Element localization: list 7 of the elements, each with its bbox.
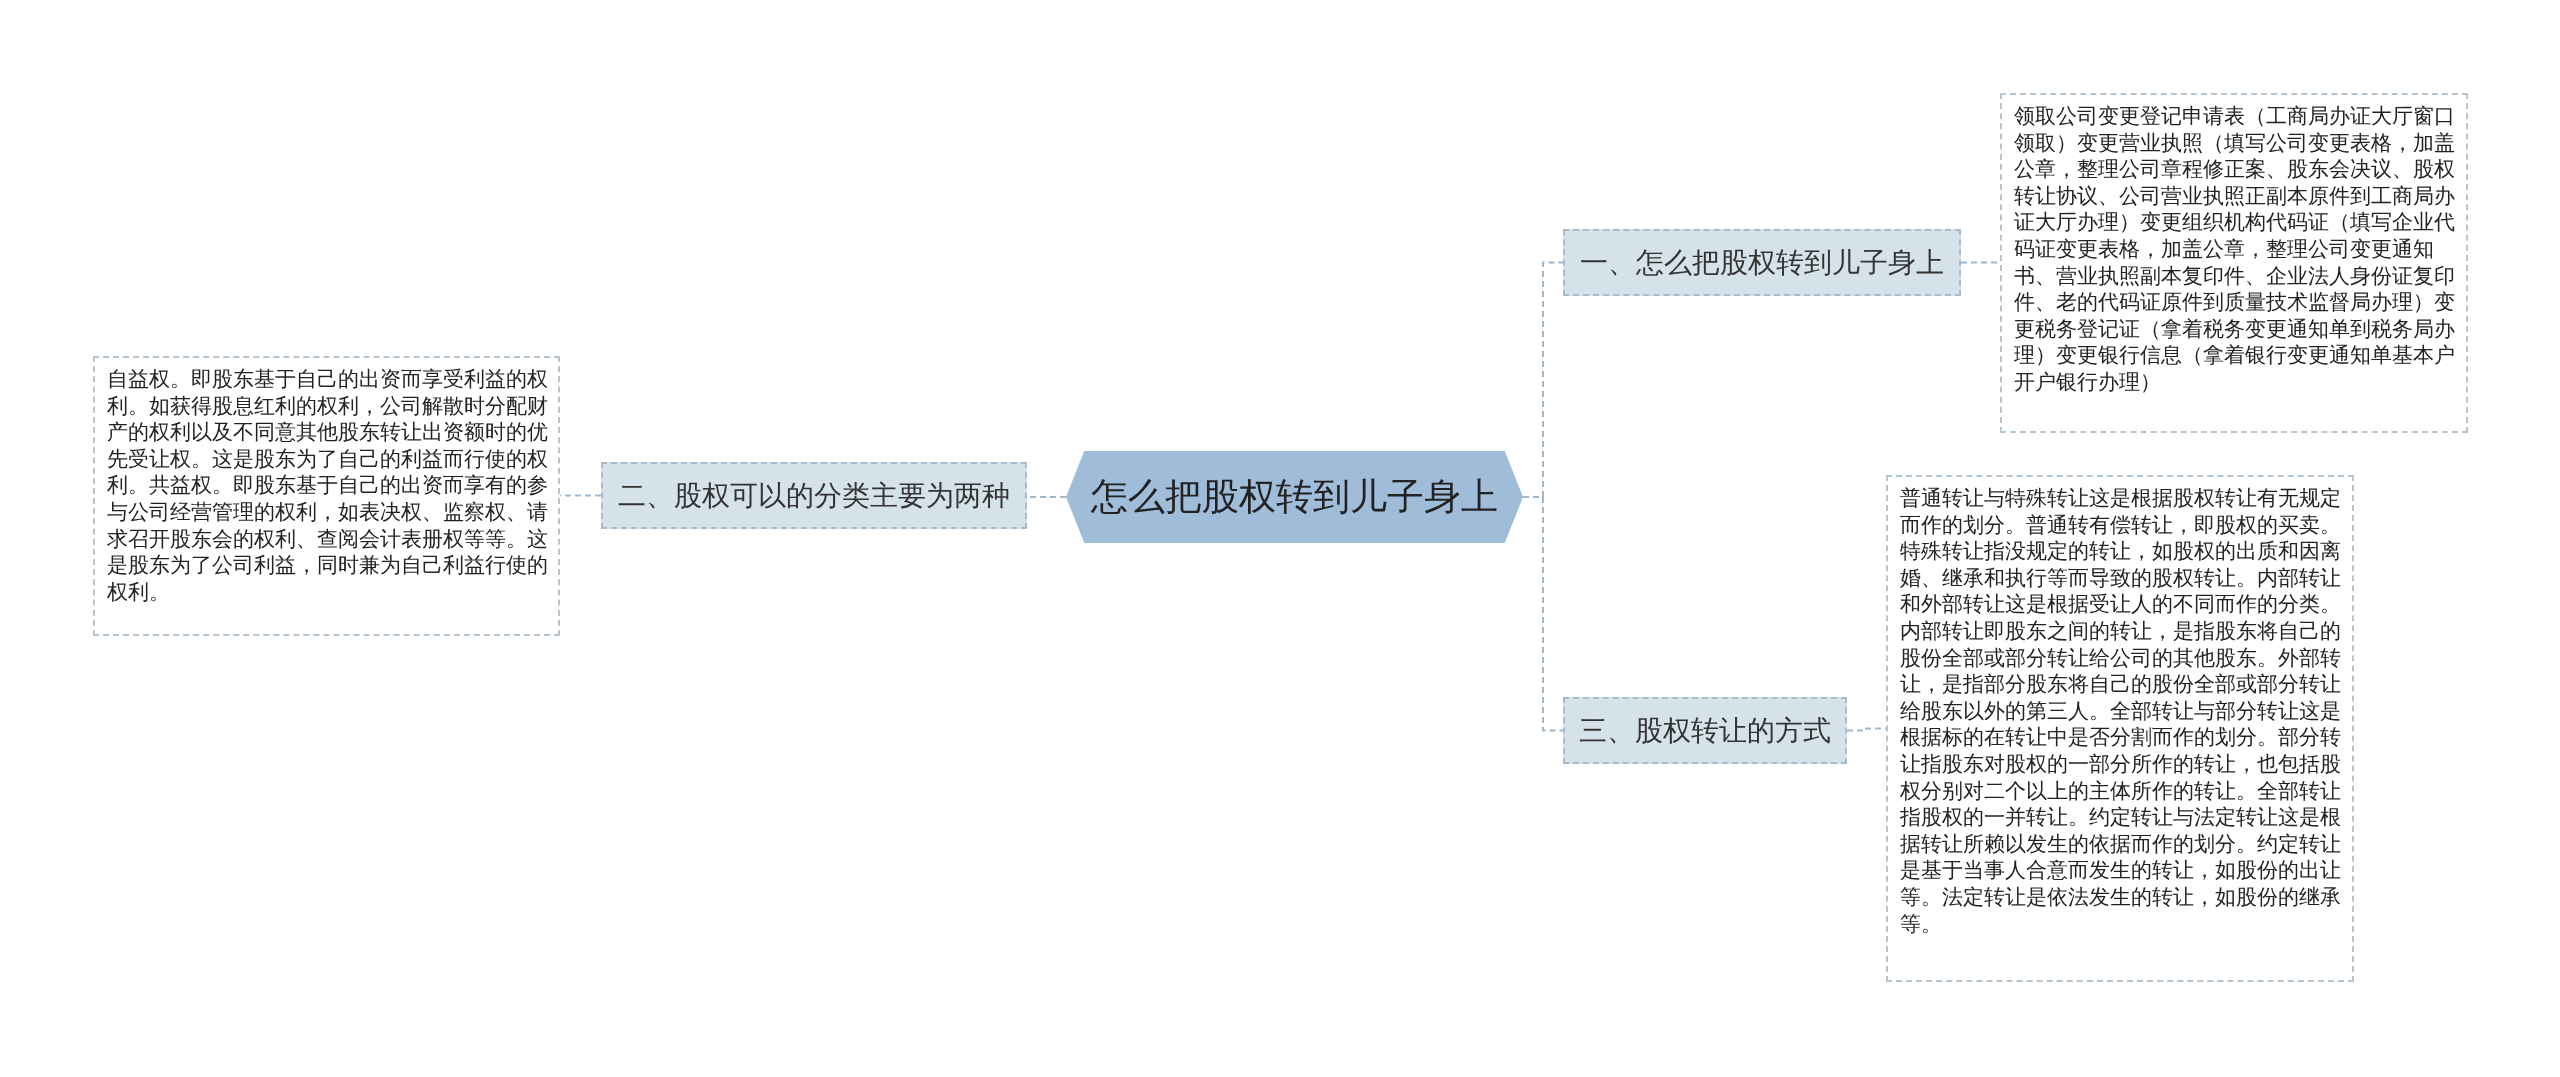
- topic-box: 一、怎么把股权转到儿子身上: [1563, 229, 1961, 296]
- note-box: 普通转让与特殊转让这是根据股权转让有无规定而作的划分。普通转有偿转让，即股权的买卖。特殊转让指没规定的转让，如股权的出质和因离婚、继承和执行等而导致的股权转让。内部转让和外部转让这是根据受让人的不同而作的分类。内部转让即股东之间的转让，是指股东将自己的股份全部或部分转让给公司的其他股东。外部转让，是指部分股东将自己的股份全部或部分转让给股东以外的第三人。全部转让与部分转让这是根据标的在转让中是否分割而作的划分。部分转让指股东对股权的一部分所作的转让，也包括股权分别对二个以上的主体所作的转让。全部转让指股权的一并转让。约定转让与法定转让这是根据转让所赖以发生的依据而作的划分。约定转让是基于当事人合意而发生的转让，如股份的出让等。法定转让是依法发生的转让，如股份的继承等。: [1886, 475, 2354, 982]
- topic-box: 三、股权转让的方式: [1563, 697, 1847, 764]
- topic-box: 二、股权可以的分类主要为两种: [601, 462, 1027, 529]
- note-box: 领取公司变更登记申请表（工商局办证大厅窗口领取）变更营业执照（填写公司变更表格，加盖公章，整理公司章程修正案、股东会决议、股权转让协议、公司营业执照正副本原件到工商局办证大厅办理）变更组织机构代码证（填写企业代码证变更表格，加盖公章，整理公司变更通知书、营业执照副本复印件、企业法人身份证复印件、老的代码证原件到质量技术监督局办理）变更税务登记证（拿着税务变更通知单到税务局办理）变更银行信息（拿着银行变更通知单基本户开户银行办理）: [2000, 93, 2468, 433]
- note-box: 自益权。即股东基于自己的出资而享受利益的权利。如获得股息红利的权利，公司解散时分配财产的权利以及不同意其他股东转让出资额时的优先受让权。这是股东为了自己的利益而行使的权利。共益权。即股东基于自己的出资而享有的参与公司经营管理的权利，如表决权、监察权、请求召开股东会的权利、查阅会计表册权等等。这是股东为了公司利益，同时兼为自己利益行使的权利。: [93, 356, 560, 636]
- connector-line: [1522, 496, 1564, 732]
